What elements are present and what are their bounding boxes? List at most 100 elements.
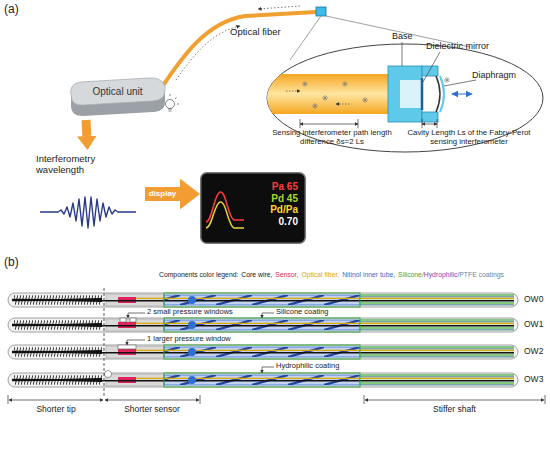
leader-lines xyxy=(444,80,476,86)
sensor-inset xyxy=(422,66,438,76)
dimension-arrows xyxy=(422,124,437,125)
pressure-window xyxy=(105,371,112,378)
legend-swatch: Nitinol inner tube, xyxy=(342,271,395,278)
node-text: Pd/Pa xyxy=(270,204,298,216)
zoom-lines xyxy=(290,16,321,60)
node-text: Optical unit xyxy=(92,86,142,98)
sensor-inset xyxy=(302,81,308,87)
node-text-box: Pa 65Pd 45Pd/Pa0.70 xyxy=(200,172,306,244)
node-text: Pa 65 xyxy=(272,181,298,193)
callout-arrows xyxy=(262,313,274,318)
callout-note: 1 larger pressure window xyxy=(147,335,231,344)
flow-arrow xyxy=(82,120,92,136)
callout-arrows xyxy=(127,340,145,345)
leader-lines xyxy=(402,42,403,66)
dimension-lines xyxy=(8,395,545,404)
callout-note: 2 small pressure windows xyxy=(147,308,233,317)
part-name: Base xyxy=(392,31,413,41)
sensor-inset xyxy=(362,97,368,103)
wire-name: OW3 xyxy=(524,375,543,385)
sensor-inset xyxy=(436,76,440,112)
sensor-inset xyxy=(286,91,300,92)
legend-text: Optical fiber, xyxy=(301,271,339,278)
sensor-inset xyxy=(400,80,422,108)
sensor-inset xyxy=(336,104,350,105)
optical-fiber-cable xyxy=(316,7,326,16)
dimension-arrows xyxy=(422,119,437,128)
part-name: Dielectric mirror xyxy=(426,41,489,51)
dimension-lines xyxy=(105,400,199,401)
guidewire-set xyxy=(8,293,518,387)
sensor-inset xyxy=(444,77,450,83)
guidewire-set xyxy=(8,318,518,332)
sensor-inset xyxy=(421,78,424,110)
panel-label: (b) xyxy=(4,256,19,270)
legend-swatch: PTFE coatings xyxy=(459,271,504,278)
display-screen: Pa 65Pd 45Pd/Pa0.70 xyxy=(200,172,306,244)
guidewire-set xyxy=(8,293,518,307)
node-text: 0.70 xyxy=(279,216,298,228)
dimension-lines xyxy=(365,400,544,401)
legend-swatch: Sensor, xyxy=(275,271,298,278)
legend-text: Nitinol inner tube, xyxy=(342,271,395,278)
node-text-box: Interferometry wavelength xyxy=(30,150,145,230)
flow-arrow xyxy=(145,187,180,201)
callout-arrows xyxy=(128,313,145,318)
screen-frame xyxy=(201,173,306,244)
reference-line xyxy=(104,288,105,398)
node-text: Interferometry wavelength xyxy=(36,154,108,176)
sensor-inset xyxy=(342,81,348,87)
waveform-panel: Interferometry wavelength xyxy=(30,150,145,230)
optical-unit: Optical unit xyxy=(65,72,170,120)
legend-swatch: Optical fiber, xyxy=(301,271,339,278)
optical-fiber-cable xyxy=(258,6,300,9)
legend-text: Sensor, xyxy=(275,271,298,278)
wire-name: OW0 xyxy=(524,295,543,305)
legend-text: Hydrophilic/ xyxy=(424,271,460,278)
sensor-inset xyxy=(312,103,318,109)
waveform xyxy=(40,197,136,228)
legend-swatch: Silicone/ xyxy=(398,271,424,278)
dimension-arrows xyxy=(300,119,437,128)
color-legend: Components color legend:Core wire,Sensor… xyxy=(159,271,504,279)
pressure-window xyxy=(105,318,137,378)
pressure-window xyxy=(118,345,136,349)
dimension-label: Shorter sensor xyxy=(104,405,200,415)
dimension-lines xyxy=(9,400,103,401)
panel-label: (a) xyxy=(4,3,19,17)
sensor-inset xyxy=(422,112,438,122)
sensor-inset xyxy=(452,93,472,94)
edge-label: display xyxy=(149,189,177,198)
lightbulb-icon xyxy=(166,100,175,109)
callout-note: Silicone coating xyxy=(276,308,329,317)
sensor-inset xyxy=(302,81,368,109)
callout-arrows xyxy=(127,313,274,373)
legend-swatch: Hydrophilic/ xyxy=(424,271,460,278)
dimension-lines xyxy=(8,395,545,404)
part-name: Optical fiber xyxy=(230,27,281,38)
sensor-inset xyxy=(262,74,390,114)
dimension-note: Cavity Length Ls of the Fabry-Perot sens… xyxy=(398,129,540,147)
legend-text: Silicone/ xyxy=(398,271,424,278)
wire-name: OW2 xyxy=(524,347,543,357)
node-text: Pd 45 xyxy=(271,193,298,205)
part-name: Diaphragm xyxy=(472,70,516,80)
legend-text: Core wire, xyxy=(241,271,272,278)
pressure-window xyxy=(120,318,126,322)
node-text-box: Optical unit xyxy=(65,72,170,120)
sensor-inset xyxy=(440,76,444,112)
wire-name: OW1 xyxy=(524,320,543,330)
sensor-inset xyxy=(388,66,422,122)
unit-top xyxy=(71,78,165,105)
dimension-label: Shorter tip xyxy=(8,405,104,415)
sensor-inset xyxy=(262,66,472,122)
pressure-trace xyxy=(206,202,244,228)
callout-arrows xyxy=(262,367,274,373)
sensor-inset xyxy=(322,95,328,101)
leader-lines xyxy=(423,52,440,82)
legend-swatch: Core wire, xyxy=(241,271,272,278)
guidewire-set xyxy=(8,373,518,387)
